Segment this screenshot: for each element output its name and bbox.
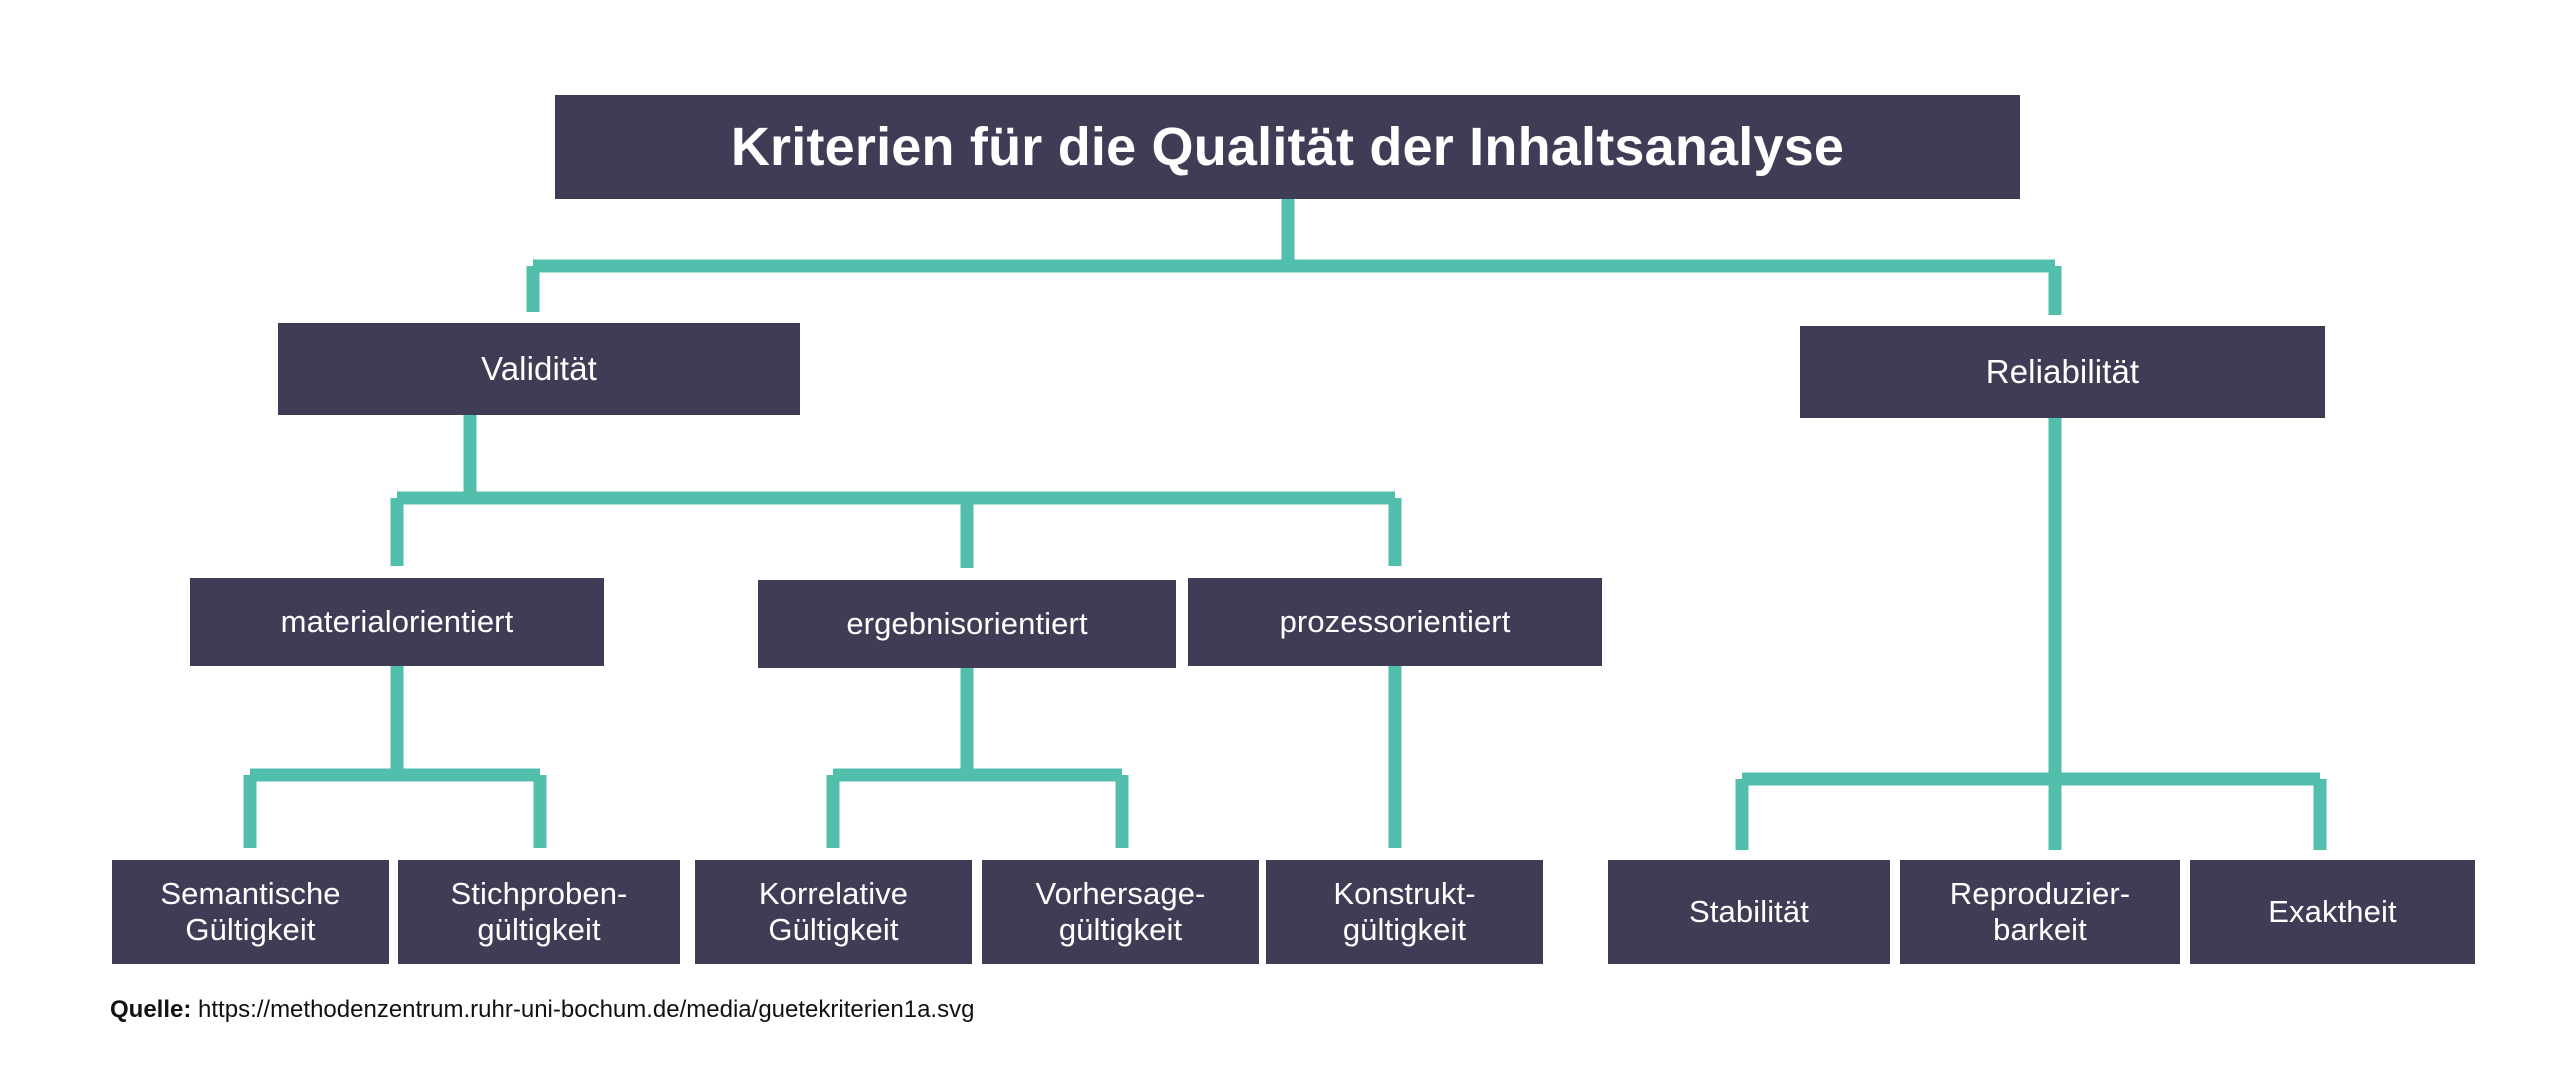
- source-url: https://methodenzentrum.ruhr-uni-bochum.…: [198, 996, 975, 1023]
- node-prozessorientiert-label: prozessorientiert: [1279, 604, 1511, 640]
- node-materialorientiert-label: materialorientiert: [280, 604, 514, 640]
- node-exaktheit[interactable]: Exaktheit: [2190, 860, 2475, 964]
- node-exaktheit-label: Exaktheit: [2268, 894, 2397, 930]
- node-konstruktguelt1gkeit[interactable]: Konstrukt- gültigkeit: [1266, 860, 1543, 964]
- diagram-title-text: Kriterien für die Qualität der Inhaltsan…: [730, 116, 1845, 177]
- node-vorhersageguelt1gkeit[interactable]: Vorhersage- gültigkeit: [982, 860, 1259, 964]
- node-korrelative-label: Korrelative Gültigkeit: [758, 876, 909, 947]
- node-validitaet-label: Validität: [481, 349, 597, 387]
- node-vorhersage-label: Vorhersage- gültigkeit: [1035, 876, 1206, 947]
- node-reproduzierbarkeit-label: Reproduzier- barkeit: [1949, 876, 2131, 947]
- node-konstrukt-label: Konstrukt- gültigkeit: [1333, 876, 1476, 947]
- node-validitaet[interactable]: Validität: [278, 323, 800, 415]
- node-materialorientiert[interactable]: materialorientiert: [190, 578, 604, 666]
- node-korrelative-guelt1gkeit[interactable]: Korrelative Gültigkeit: [695, 860, 972, 964]
- node-stabilitaet[interactable]: Stabilität: [1608, 860, 1890, 964]
- node-ergebnisorientiert[interactable]: ergebnisorientiert: [758, 580, 1176, 668]
- node-reliabilitaet-label: Reliabilität: [1985, 352, 2140, 390]
- node-stichprobenguelt1gkeit[interactable]: Stichproben- gültigkeit: [398, 860, 680, 964]
- node-ergebnisorientiert-label: ergebnisorientiert: [846, 606, 1088, 642]
- node-reliabilitaet[interactable]: Reliabilität: [1800, 326, 2325, 418]
- source-caption: Quelle: https://methodenzentrum.ruhr-uni…: [110, 996, 974, 1024]
- source-label: Quelle:: [110, 996, 192, 1023]
- node-stichproben-label: Stichproben- gültigkeit: [450, 876, 628, 947]
- node-prozessorientiert[interactable]: prozessorientiert: [1188, 578, 1602, 666]
- node-semantische-guelt1gkeit[interactable]: Semantische Gültigkeit: [112, 860, 389, 964]
- node-stabilitaet-label: Stabilität: [1689, 894, 1809, 930]
- node-reproduzierbarkeit[interactable]: Reproduzier- barkeit: [1900, 860, 2180, 964]
- node-semantische-label: Semantische Gültigkeit: [160, 876, 341, 947]
- diagram-title-box: Kriterien für die Qualität der Inhaltsan…: [555, 95, 2020, 199]
